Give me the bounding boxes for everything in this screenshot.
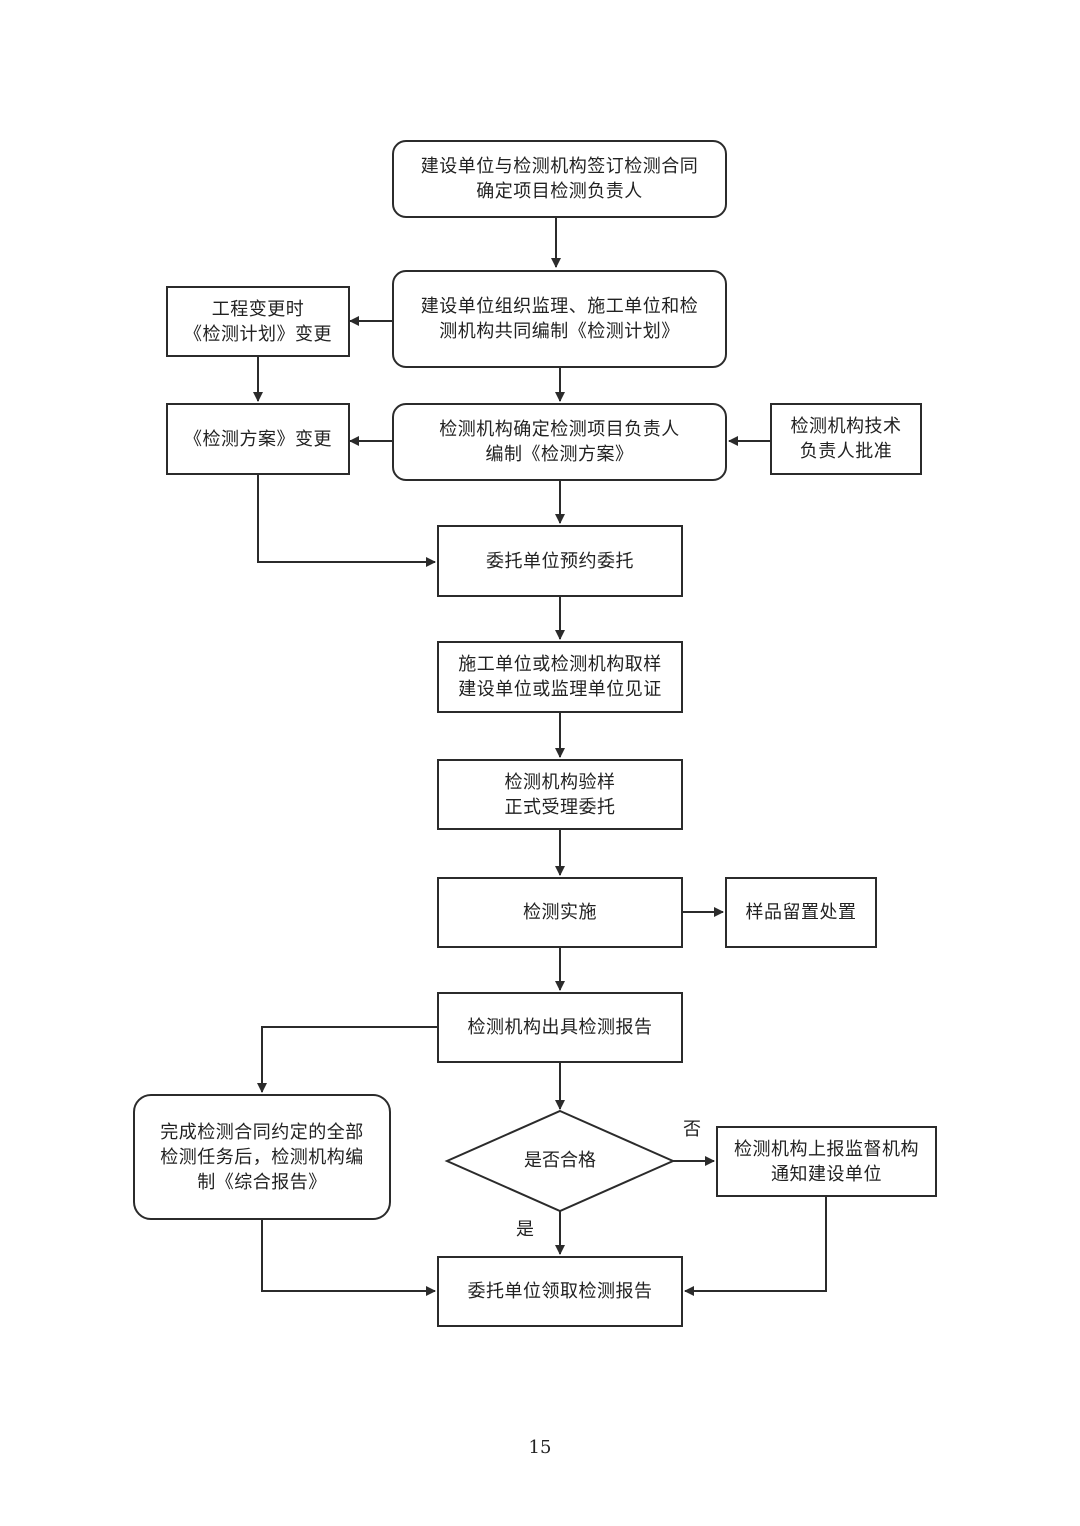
arrow-n8-to-summary	[257, 1026, 437, 1093]
node-sample-disposal: 样品留置处置	[725, 877, 877, 948]
edge-label-no: 否	[683, 1119, 701, 1140]
arrow-report-sup-to-n9	[684, 1197, 827, 1296]
node-summary-report: 完成检测合同约定的全部 检测任务后，检测机构编 制《综合报告》	[133, 1094, 391, 1220]
node-testing: 检测实施	[437, 877, 683, 948]
page-number: 15	[528, 1437, 552, 1458]
arrow-summary-to-n9	[261, 1220, 436, 1296]
node-collect-report: 委托单位领取检测报告	[437, 1256, 683, 1327]
node-compile-scheme: 检测机构确定检测项目负责人 编制《检测方案》	[392, 403, 727, 481]
node-compile-plan: 建设单位组织监理、施工单位和检 测机构共同编制《检测计划》	[392, 270, 727, 368]
edge-label-yes: 是	[516, 1219, 534, 1240]
node-book-commission: 委托单位预约委托	[437, 525, 683, 597]
node-accept-sample: 检测机构验样 正式受理委托	[437, 759, 683, 830]
node-issue-report: 检测机构出具检测报告	[437, 992, 683, 1063]
node-plan-change: 工程变更时 《检测计划》变更	[166, 286, 350, 357]
node-tech-approve: 检测机构技术 负责人批准	[770, 403, 922, 475]
arrow-scheme-change-to-n4	[257, 475, 436, 567]
node-sampling: 施工单位或检测机构取样 建设单位或监理单位见证	[437, 641, 683, 713]
node-sign-contract: 建设单位与检测机构签订检测合同 确定项目检测负责人	[392, 140, 727, 218]
node-report-supervision: 检测机构上报监督机构 通知建设单位	[716, 1126, 937, 1197]
decision-label: 是否合格	[524, 1150, 596, 1171]
node-scheme-change: 《检测方案》变更	[166, 403, 350, 475]
